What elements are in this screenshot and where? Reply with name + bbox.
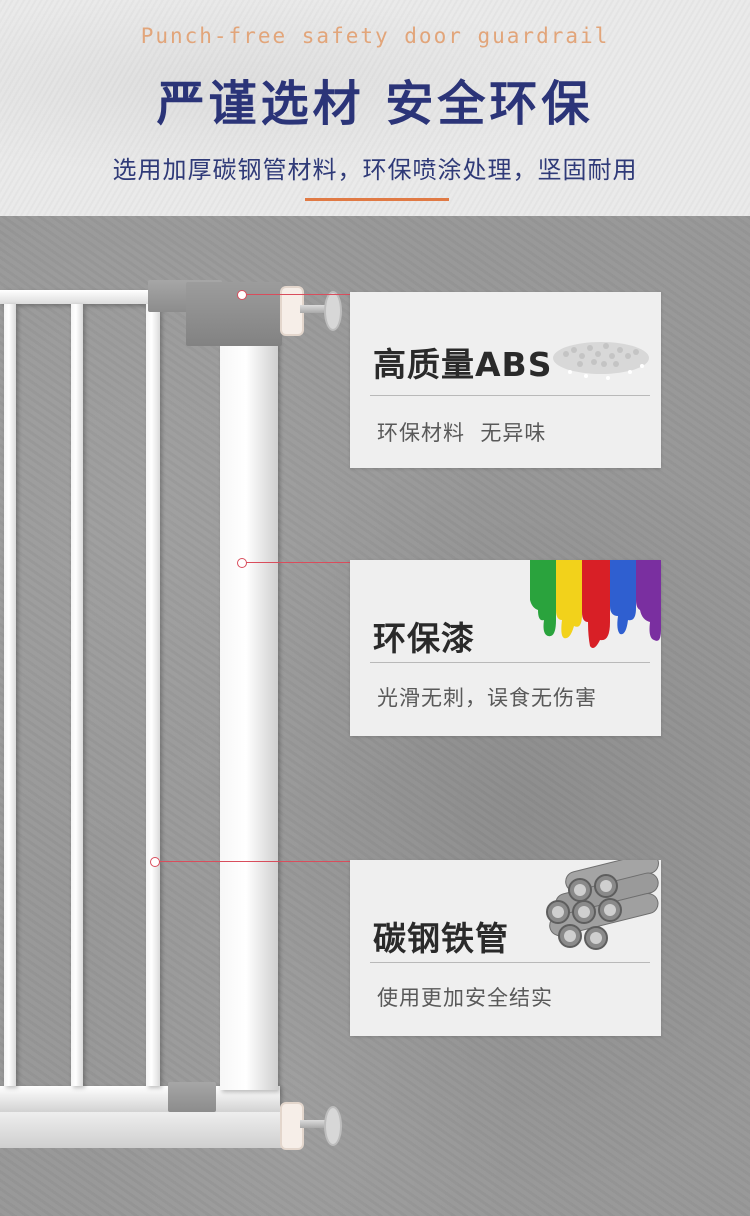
accent-divider [305, 198, 449, 201]
tension-bolt-top [300, 305, 328, 313]
feature-title: 碳钢铁管 [373, 919, 509, 958]
steel-pipes-icon [546, 860, 659, 950]
feature-title: 高质量ABS [373, 345, 553, 384]
description-text: 选用加厚碳钢管材料，环保喷涂处理，坚固耐用 [112, 156, 638, 184]
feature-description: 使用更加安全结实 [377, 986, 553, 1010]
feature-description: 光滑无刺，误食无伤害 [377, 686, 597, 710]
gate-base [0, 1112, 282, 1148]
pointer-dot-paint [237, 558, 247, 568]
wall-cup-top [324, 291, 342, 331]
feature-card-paint: 环保漆 光滑无刺，误食无伤害 [350, 560, 661, 736]
paint-drips-icon [530, 560, 661, 648]
tension-bolt-bottom [300, 1120, 328, 1128]
plastic-pellets-icon [553, 342, 649, 380]
feature-card-abs: 高质量ABS 环保材料 无异味 [350, 292, 661, 468]
pointer-dot-steel [150, 857, 160, 867]
pointer-line-paint [242, 562, 350, 563]
feature-card-steel: 碳钢铁管 使用更加安全结实 [350, 860, 661, 1036]
pointer-line-abs [242, 294, 350, 295]
gate-bottom-clip [168, 1082, 216, 1112]
card-divider [370, 662, 650, 663]
wall-cup-bottom [324, 1106, 342, 1146]
gate-main-post [220, 300, 278, 1090]
feature-description: 环保材料 无异味 [377, 421, 547, 445]
header-banner: Punch-free safety door guardrail 严谨选材 安全… [0, 0, 750, 216]
card-divider [370, 395, 650, 396]
english-subtitle: Punch-free safety door guardrail [140, 24, 610, 48]
pointer-line-steel [156, 861, 350, 862]
feature-title: 环保漆 [373, 619, 475, 658]
gate-top-rail [0, 290, 160, 304]
gate-bottom-rail [0, 1086, 280, 1112]
gate-bar [146, 304, 160, 1086]
page-title: 严谨选材 安全环保 [156, 76, 594, 132]
card-divider [370, 962, 650, 963]
gate-bar [4, 304, 16, 1086]
pointer-dot-abs [237, 290, 247, 300]
gate-bar [71, 304, 83, 1086]
gate-latch-housing [186, 282, 282, 346]
